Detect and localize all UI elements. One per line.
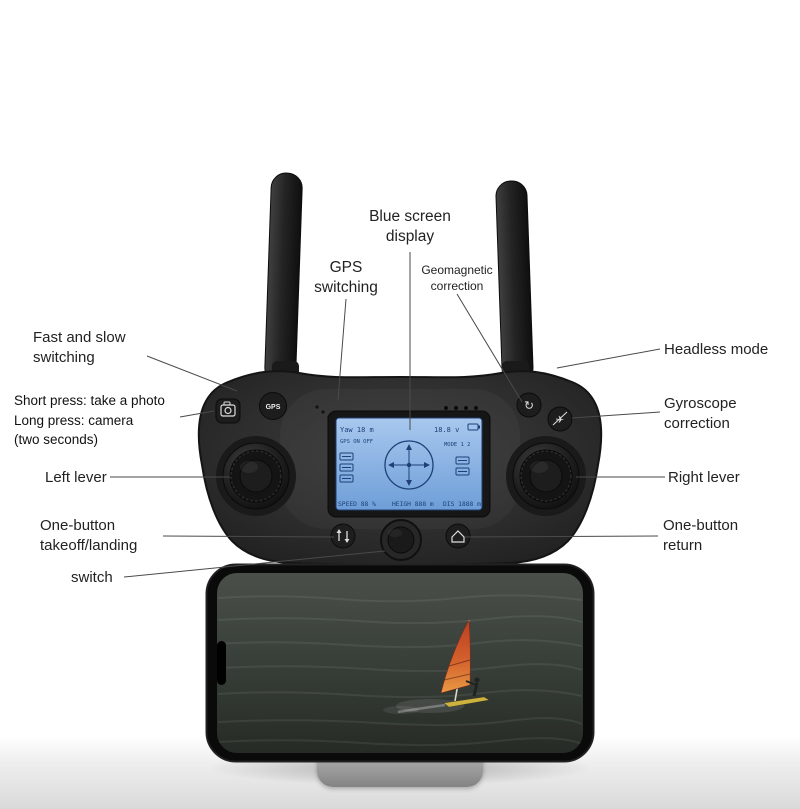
board [443, 696, 490, 708]
label-geomagnetic-correction: Geomagnetic correction [406, 263, 508, 294]
lcd-speed: SPEED 88 % [338, 501, 376, 508]
lcd-compass [384, 440, 434, 490]
label-headless-mode: Headless mode [664, 340, 768, 360]
label-gps-switching: GPS switching [296, 258, 396, 298]
power-switch-button [380, 519, 422, 561]
lcd-mode: MODE 1 2 [444, 442, 471, 448]
lcd-status-icons [339, 452, 470, 483]
gps-button-label: GPS [266, 404, 281, 411]
headless-mode-button: ↻ [516, 392, 542, 418]
label-line: (two seconds) [14, 432, 99, 448]
camera-icon [220, 404, 236, 417]
left-stick [216, 436, 296, 516]
return-home-icon [451, 530, 465, 543]
takeoff-landing-icon [336, 529, 350, 543]
label-switch: switch [71, 568, 113, 588]
gps-button: GPS [259, 392, 287, 420]
label-line: switching [314, 279, 378, 297]
phone-notch [217, 641, 226, 685]
label-line: One-button [663, 517, 739, 534]
label-line: Left lever [45, 469, 107, 486]
lcd-yaw: Yaw 18 m [340, 426, 374, 434]
label-one-button-takeoff: One-button takeoff/landing [40, 516, 137, 555]
right-stick [506, 436, 586, 516]
phone-screen [217, 573, 583, 753]
label-line: Geomagnetic [421, 263, 493, 277]
led-indicators [444, 406, 478, 410]
label-line: switch [71, 569, 113, 586]
label-line: return [663, 536, 703, 554]
label-line: GPS [329, 259, 363, 276]
label-blue-screen-display: Blue screen display [348, 207, 472, 247]
label-line: Headless mode [664, 341, 769, 358]
label-line: switching [33, 348, 95, 366]
windsurfer [397, 618, 490, 714]
label-line: Fast and slow [33, 329, 126, 346]
phone-bezel-highlight [206, 564, 594, 762]
phone-illustration [205, 563, 595, 763]
lcd-battery: 18.8 v [434, 426, 459, 434]
label-line: correction [430, 278, 484, 293]
label-fast-slow-switching: Fast and slow switching [33, 328, 126, 367]
lcd-distance: DIS 1888 m [443, 501, 481, 508]
return-button [445, 523, 471, 549]
gyroscope-icon: ✈ [556, 415, 564, 426]
wake [397, 703, 446, 714]
takeoff-landing-button [330, 523, 356, 549]
label-camera-press: Short press: take a photo Long press: ca… [14, 391, 165, 450]
gyroscope-button: ✈ [547, 406, 573, 432]
label-line: Long press: camera [14, 412, 134, 428]
label-line: Gyroscope [664, 395, 737, 412]
headless-icon: ↻ [524, 399, 534, 413]
label-line: Blue screen [369, 208, 451, 225]
label-line: Right lever [668, 469, 740, 486]
label-line: One-button [40, 517, 116, 534]
label-line: Short press: take a photo [14, 393, 165, 408]
surfer-arm [465, 680, 477, 686]
surfer-body [472, 682, 479, 697]
water-scene [217, 594, 583, 747]
label-line: correction [664, 414, 730, 432]
label-right-lever: Right lever [668, 468, 740, 488]
lcd-height: HEIGH 888 m [392, 501, 434, 508]
label-line: takeoff/landing [40, 536, 138, 554]
label-line: display [385, 228, 435, 246]
label-one-button-return: One-button return [663, 516, 738, 555]
label-gyroscope-correction: Gyroscope correction [664, 394, 737, 433]
lcd-gps-status: GPS ON OFF [340, 439, 373, 445]
label-left-lever: Left lever [45, 468, 107, 488]
surfer-head [474, 677, 480, 683]
lcd-screen: Yaw 18 m 18.8 v GPS ON OFF MODE 1 2 [327, 410, 491, 518]
controller-illustration: GPS ↻ ✈ Yaw 18 m 18.8 v [197, 172, 603, 566]
camera-button [215, 398, 241, 424]
sail [440, 618, 471, 694]
